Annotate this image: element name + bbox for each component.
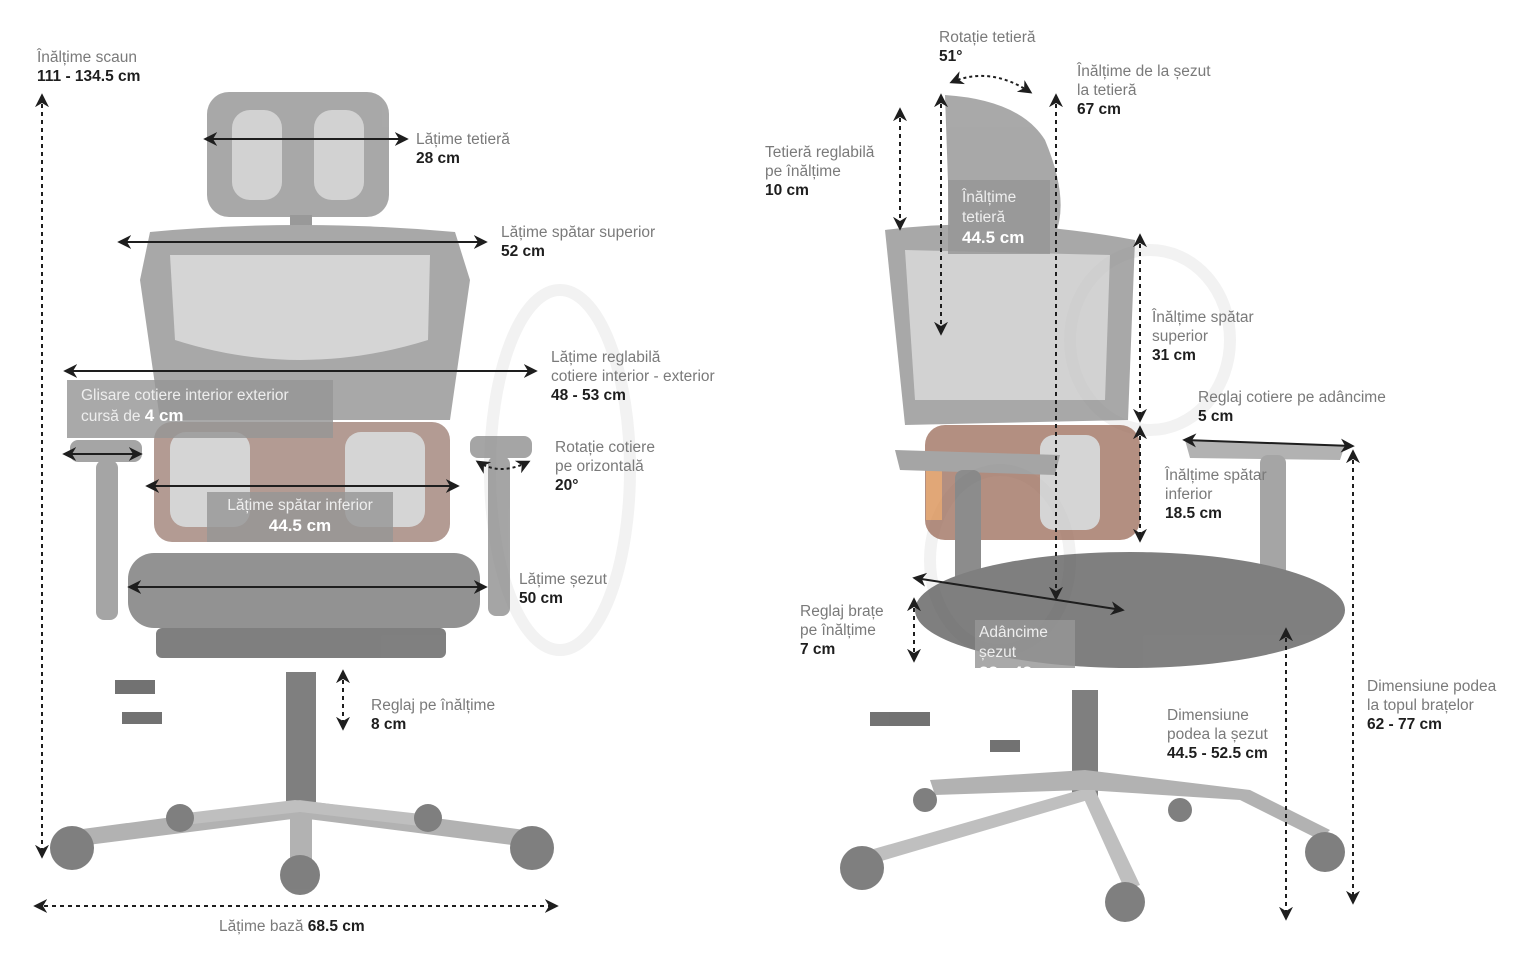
dimension-arrows-front: [33, 93, 559, 913]
dimension-arrows-side: [893, 71, 1360, 921]
base-width-label: Lățime bază 68.5 cm: [219, 918, 365, 935]
side-chair: [840, 95, 1345, 922]
